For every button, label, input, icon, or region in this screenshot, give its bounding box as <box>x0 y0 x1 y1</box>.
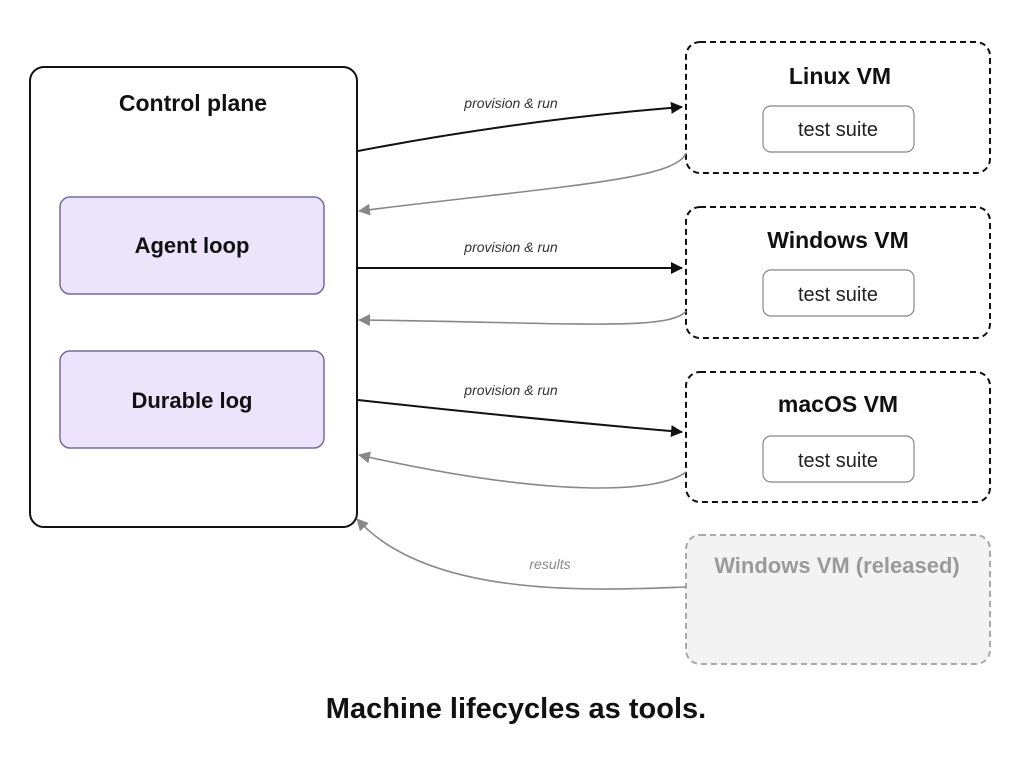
provision-arrow-linux <box>357 101 683 152</box>
vm-windows-job-label: test suite <box>798 284 878 306</box>
return-arrow-macos <box>358 451 687 489</box>
vm-macos-title: macOS VM <box>778 391 898 417</box>
provision-arrow-macos <box>357 399 683 438</box>
return-arrow-released <box>356 518 687 590</box>
control-plane-title: Control plane <box>119 90 267 116</box>
return-arrow-linux <box>358 152 687 216</box>
vm-windows-released-box <box>685 534 991 665</box>
durable-log: Durable log <box>59 350 325 449</box>
provision-label-macos: provision & run <box>463 382 558 398</box>
vm-linux-job-pill <box>762 105 915 153</box>
vm-linux: Linux VM test suite <box>685 41 991 174</box>
durable-log-label: Durable log <box>131 388 252 413</box>
vm-macos: macOS VM test suite <box>685 371 991 503</box>
agent-loop-box <box>59 196 325 295</box>
control-plane: Control plane Agent loop Durable log <box>29 66 358 528</box>
agent-loop-label: Agent loop <box>135 233 250 258</box>
vm-macos-job-label: test suite <box>798 450 878 472</box>
vm-windows: Windows VM test suite <box>685 206 991 339</box>
vm-linux-job-label: test suite <box>798 119 878 141</box>
results-label: results <box>529 556 570 572</box>
diagram-caption: Machine lifecycles as tools. <box>326 693 706 725</box>
vm-windows-title: Windows VM <box>767 227 909 253</box>
return-arrow-windows <box>358 310 687 327</box>
vm-macos-job-pill <box>762 435 915 483</box>
vm-windows-job-pill <box>762 269 915 317</box>
provision-label-windows: provision & run <box>463 239 558 255</box>
provision-label-linux: provision & run <box>463 95 558 111</box>
control-plane-box <box>29 66 358 528</box>
vm-windows-released-title: Windows VM (released) <box>714 553 960 578</box>
durable-log-box <box>59 350 325 449</box>
vm-windows-released: Windows VM (released) <box>685 534 991 665</box>
vm-linux-title: Linux VM <box>789 63 891 89</box>
agent-loop: Agent loop <box>59 196 325 295</box>
